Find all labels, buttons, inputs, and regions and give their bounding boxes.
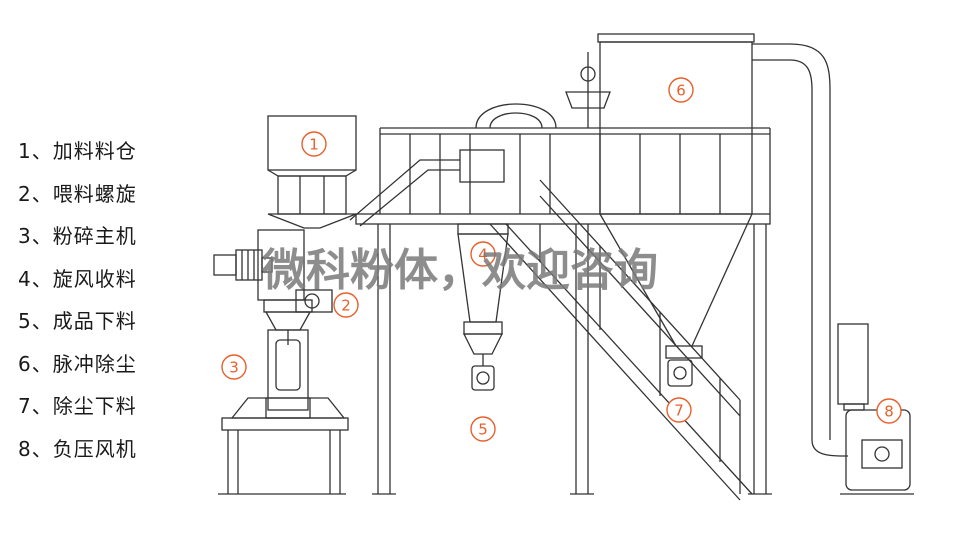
svg-text:2: 2	[341, 297, 351, 315]
svg-text:3: 3	[229, 359, 239, 377]
legend-item-exhaust-fan: 8、负压风机	[18, 432, 137, 475]
legend-item-mill: 3、粉碎主机	[18, 219, 137, 262]
legend-sep: 、	[31, 351, 53, 376]
marker-2: 2	[333, 292, 359, 318]
legend-num: 1	[18, 139, 32, 163]
feed-bin	[267, 115, 357, 229]
svg-text:6: 6	[676, 82, 686, 100]
marker-3: 3	[221, 354, 247, 380]
svg-text:1: 1	[309, 136, 319, 154]
svg-text:7: 7	[674, 402, 684, 420]
watermark-text: 微科粉体，欢迎咨询	[261, 245, 658, 296]
legend-sep: 、	[31, 181, 53, 206]
legend-num: 8	[18, 436, 32, 461]
legend-label: 喂料螺旋	[52, 181, 137, 206]
svg-text:4: 4	[478, 246, 488, 264]
legend-item-feed-screw: 2、喂料螺旋	[18, 177, 137, 220]
legend-num: 4	[18, 266, 32, 291]
legend-sep: 、	[31, 266, 53, 291]
cyclone	[457, 223, 509, 391]
svg-text:8: 8	[884, 403, 894, 421]
duct	[349, 103, 557, 227]
platform	[355, 127, 772, 495]
mill	[218, 299, 349, 495]
legend-label: 成品下料	[52, 309, 137, 333]
legend-sep: 、	[31, 139, 53, 163]
legend-sep: 、	[31, 394, 53, 418]
marker-5: 5	[470, 416, 496, 442]
legend-num: 3	[18, 224, 32, 248]
exhaust-fan	[837, 323, 914, 495]
legend-num: 2	[18, 181, 32, 206]
legend-label: 粉碎主机	[52, 224, 137, 248]
legend-label: 除尘下料	[52, 394, 137, 418]
marker-6: 6	[668, 77, 694, 103]
svg-text:5: 5	[478, 421, 488, 439]
legend-item-dust-discharge: 7、除尘下料	[18, 389, 137, 432]
exhaust-duct	[752, 43, 849, 457]
legend-item-cyclone: 4、旋风收料	[18, 262, 137, 305]
legend-num: 6	[18, 351, 32, 376]
legend-list: 1、加料料仓 2、喂料螺旋 3、粉碎主机 4、旋风收料 5、成品下料 6、脉冲除…	[18, 134, 137, 474]
legend-num: 5	[18, 309, 32, 333]
marker-4: 4	[470, 241, 496, 267]
legend-item-product-discharge: 5、成品下料	[18, 304, 137, 347]
legend-label: 旋风收料	[52, 266, 137, 291]
marker-8: 8	[876, 398, 902, 424]
marker-1: 1	[301, 131, 327, 157]
legend-item-feed-bin: 1、加料料仓	[18, 134, 137, 177]
staircase	[489, 179, 753, 501]
pulse-dust-collector	[565, 33, 755, 387]
legend-label: 加料料仓	[52, 139, 137, 163]
legend-sep: 、	[31, 309, 53, 333]
legend-item-pulse-dust-collector: 6、脉冲除尘	[18, 347, 137, 390]
marker-7: 7	[666, 397, 692, 423]
legend-sep: 、	[31, 224, 53, 248]
legend-label: 脉冲除尘	[52, 351, 137, 376]
legend-sep: 、	[31, 436, 53, 461]
legend-label: 负压风机	[52, 436, 137, 461]
legend-num: 7	[18, 394, 32, 418]
